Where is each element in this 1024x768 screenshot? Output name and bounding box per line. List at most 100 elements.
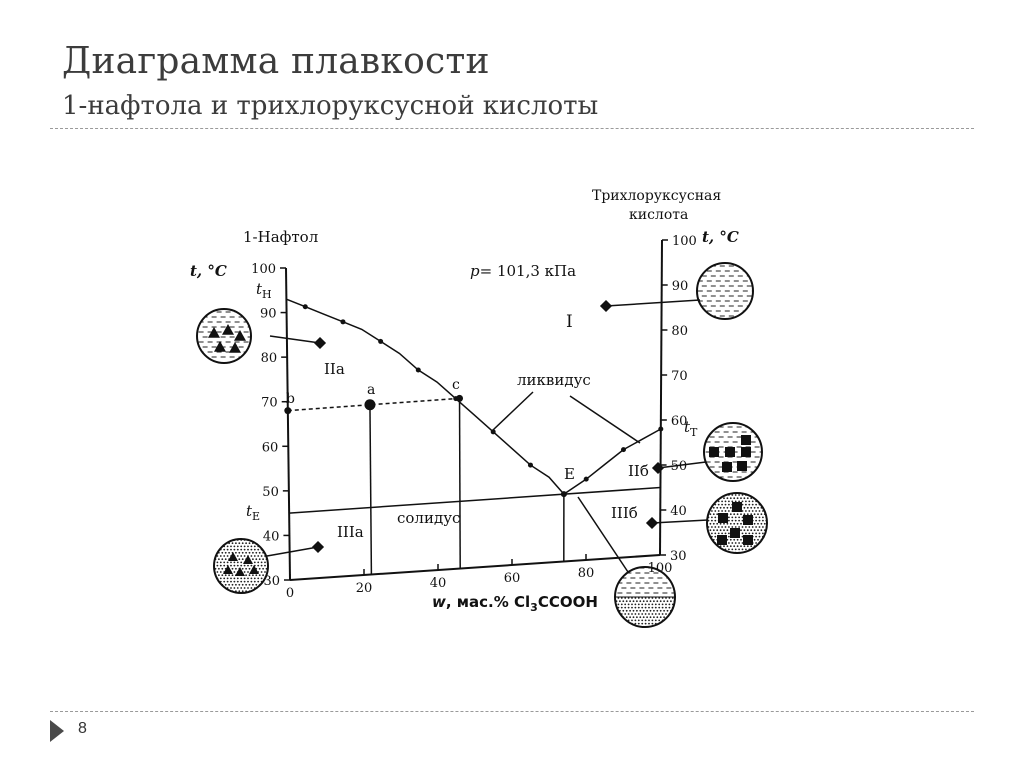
solidus-label: солидус <box>397 509 460 527</box>
dot <box>260 571 263 573</box>
dot <box>620 606 623 609</box>
point-c-label: с <box>452 377 460 393</box>
dot <box>741 526 744 528</box>
dot <box>639 600 642 603</box>
dot <box>711 510 713 512</box>
dot <box>712 522 715 525</box>
dot <box>641 619 644 622</box>
dot <box>641 622 644 625</box>
dot <box>707 545 708 548</box>
squares-circle-icon <box>706 492 768 554</box>
dot <box>729 497 732 500</box>
dot <box>721 510 723 512</box>
dot <box>765 503 767 506</box>
dot <box>666 600 669 603</box>
dot <box>216 539 219 541</box>
dot <box>264 545 266 548</box>
dot <box>230 545 232 548</box>
dot <box>245 583 248 586</box>
dot <box>648 597 650 599</box>
dot <box>255 574 258 577</box>
eutectic-marker <box>560 491 567 498</box>
dot <box>230 577 232 580</box>
dot <box>629 616 631 619</box>
dot <box>221 551 224 554</box>
dot <box>743 506 746 509</box>
dot <box>757 538 759 541</box>
dot <box>226 539 229 541</box>
dot <box>264 561 266 564</box>
dot <box>634 622 637 625</box>
dot <box>740 513 742 516</box>
dot <box>755 519 757 522</box>
dot <box>729 538 732 541</box>
dot <box>745 503 747 506</box>
play-arrow-icon[interactable] <box>50 720 64 742</box>
left-axis-title: t, °C <box>190 262 227 280</box>
dot <box>233 571 236 573</box>
right-temperature-axis <box>659 239 663 556</box>
dot <box>253 548 256 551</box>
dot <box>617 622 620 625</box>
dot <box>736 497 739 500</box>
dot <box>728 503 730 506</box>
dot <box>707 548 710 551</box>
dot <box>668 619 671 622</box>
dot <box>731 516 734 519</box>
dot <box>734 542 737 544</box>
dot <box>214 545 215 548</box>
dot <box>717 494 720 496</box>
dot <box>711 532 713 535</box>
dot <box>712 497 715 500</box>
triangle <box>208 327 220 338</box>
left-tick-label: 40 <box>263 529 280 544</box>
liquidus-label: ликвидус <box>517 371 591 389</box>
dot <box>617 619 620 622</box>
dot <box>721 503 723 506</box>
dot <box>241 558 244 561</box>
dot <box>228 574 231 577</box>
square <box>722 462 732 472</box>
dot <box>644 622 647 625</box>
dot <box>723 529 725 532</box>
dot <box>709 545 712 548</box>
dot <box>757 497 759 500</box>
dot <box>219 564 222 567</box>
dot <box>668 606 671 609</box>
dot <box>736 513 739 516</box>
dot <box>627 606 630 609</box>
dot <box>619 625 621 627</box>
dot <box>740 538 742 541</box>
dot <box>673 616 675 619</box>
dash-fill <box>697 265 753 317</box>
dot <box>651 603 654 606</box>
dot <box>253 539 256 541</box>
dot <box>733 545 736 548</box>
dot <box>733 513 736 516</box>
liquid-circle-icon <box>696 262 754 320</box>
dot <box>663 616 665 619</box>
dot <box>258 542 261 545</box>
dot <box>615 622 616 625</box>
dot <box>219 571 222 573</box>
dot <box>762 532 764 535</box>
bottom-tick-label: 60 <box>504 571 521 586</box>
dot <box>711 542 713 544</box>
dot <box>214 583 217 586</box>
dot <box>247 545 249 548</box>
dot <box>658 603 661 606</box>
dot <box>755 503 757 506</box>
dot <box>760 529 763 532</box>
point-E-label: E <box>564 465 575 483</box>
dot <box>218 590 220 593</box>
dot <box>726 497 729 500</box>
dot <box>240 577 243 580</box>
dot <box>260 564 263 567</box>
dot <box>758 516 761 519</box>
dot <box>253 545 256 548</box>
dot <box>711 548 713 551</box>
dot <box>758 532 761 535</box>
right-tick-label: 40 <box>670 504 687 519</box>
dot <box>240 564 243 567</box>
